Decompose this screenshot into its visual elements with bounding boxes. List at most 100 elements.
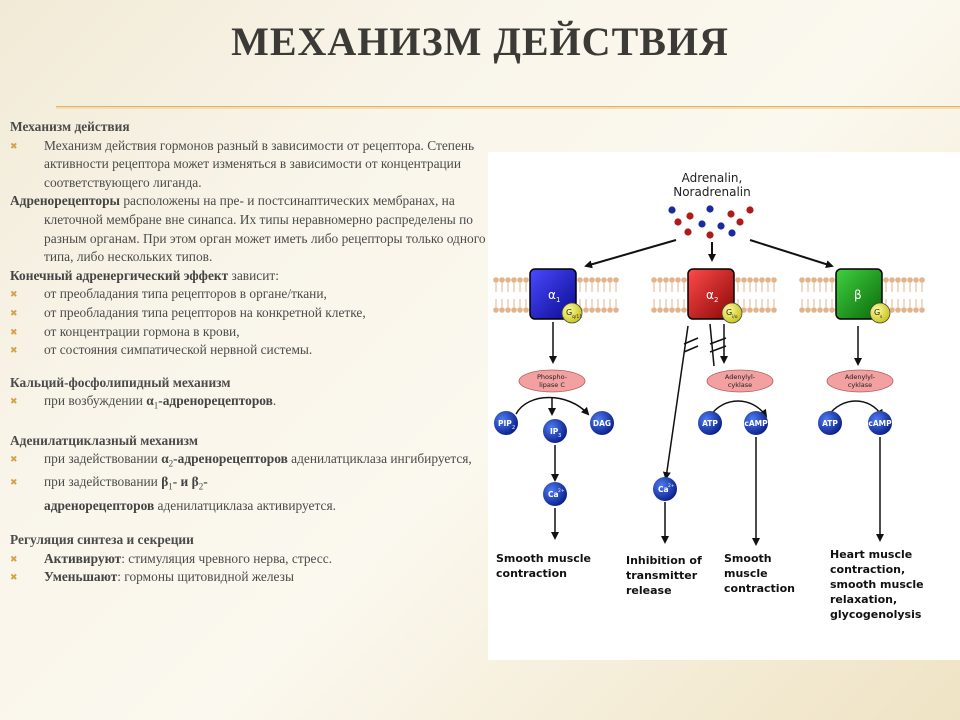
lipid-head bbox=[765, 307, 771, 313]
lipid-head bbox=[663, 277, 669, 283]
lipid-head bbox=[907, 277, 913, 283]
receptor-diagram: Adrenalin, Noradrenalin α 1 G q/11 α 2 G… bbox=[488, 152, 960, 660]
ip3-label: IP bbox=[550, 427, 559, 436]
lipid-head bbox=[675, 277, 681, 283]
effect-bullet-text: от преобладания типа рецепторов в органе… bbox=[44, 286, 327, 302]
alpha2-sub: 2 bbox=[168, 458, 174, 469]
lipid-head bbox=[799, 307, 805, 313]
lipid-head bbox=[499, 307, 505, 313]
effect-bullet-text: от состояния симпатической нервной систе… bbox=[44, 342, 313, 358]
enzyme-ac2-line2: cyklase bbox=[848, 381, 872, 389]
lipid-head bbox=[669, 277, 675, 283]
title-divider-shadow bbox=[56, 107, 960, 109]
ca1-label: Ca bbox=[548, 490, 559, 499]
lipid-head bbox=[601, 277, 607, 283]
camp1-label: cAMP bbox=[744, 419, 768, 428]
atp2-label: ATP bbox=[822, 419, 838, 428]
regulation-bullet-2: Уменьшают: гормоны щитовидной железы bbox=[10, 568, 488, 587]
enzyme-plc-line1: Phospho- bbox=[537, 373, 568, 381]
lipid-head bbox=[771, 307, 777, 313]
lipid-head bbox=[759, 307, 765, 313]
receptor-alpha1-label: α bbox=[548, 288, 556, 302]
calcium-mechanism-heading: Кальций-фосфолипидный механизм bbox=[10, 374, 231, 390]
alpha2-symbol: α bbox=[161, 451, 169, 467]
adrenoreceptors-paragraph: Адренорецепторы расположены на пре- и по… bbox=[10, 192, 488, 266]
lipid-head bbox=[741, 307, 747, 313]
lipid-head bbox=[889, 277, 895, 283]
adrenoreceptors-text: расположены на пре- и постсинаптических … bbox=[44, 193, 486, 265]
lipid-head bbox=[811, 277, 817, 283]
lipid-head bbox=[595, 307, 601, 313]
inhibitors-text: : гормоны щитовидной железы bbox=[117, 569, 294, 585]
lipid-head bbox=[523, 307, 529, 313]
effect-4-line3: smooth muscle bbox=[830, 578, 924, 591]
lipid-head bbox=[577, 277, 583, 283]
section-mechanism-heading: Механизм действия bbox=[10, 119, 130, 134]
lipid-head bbox=[747, 277, 753, 283]
atp1-label: ATP bbox=[702, 419, 718, 428]
adenylate-bullet-2: при задействовании β1- и β2-адренорецепт… bbox=[10, 473, 488, 515]
effect-smooth-muscle-contraction-2: Smooth muscle contraction bbox=[724, 552, 795, 595]
receptor-alpha1-sub: 1 bbox=[556, 296, 560, 304]
spacer bbox=[10, 416, 488, 432]
lipid-head bbox=[741, 277, 747, 283]
effect-inhibition-of-transmitter-release: Inhibition of transmitter release bbox=[626, 554, 702, 597]
beta-dash: - bbox=[203, 474, 208, 490]
effect-smooth-muscle-contraction-1: Smooth muscle contraction bbox=[496, 552, 591, 580]
molecule-calcium-1: Ca 2+ bbox=[543, 482, 567, 506]
inhibitors-term: Уменьшают bbox=[44, 569, 118, 585]
lipid-head bbox=[913, 277, 919, 283]
dag-label: DAG bbox=[593, 419, 611, 428]
lipid-head bbox=[747, 307, 753, 313]
receptor-enzyme-arrows bbox=[549, 322, 862, 480]
lipid-head bbox=[651, 307, 657, 313]
pip2-sub: 2 bbox=[512, 425, 515, 431]
effect-3-line2: muscle bbox=[724, 567, 768, 580]
mechanism-bullet-text: Механизм действия гормонов разный в зави… bbox=[44, 137, 475, 190]
adenylate-bullet-end: аденилатциклаза активируется. bbox=[154, 497, 336, 513]
receptor-alpha2-sub: 2 bbox=[714, 296, 718, 304]
lipid-head bbox=[895, 277, 901, 283]
mechanism-bullet: Механизм действия гормонов разный в зави… bbox=[10, 137, 488, 193]
molecule-atp-2: ATP bbox=[818, 411, 842, 435]
lipid-head bbox=[735, 277, 741, 283]
left-text-column: Механизм действия Механизм действия горм… bbox=[10, 118, 488, 587]
receptor-alpha2: α 2 G i/o bbox=[687, 268, 743, 324]
ligand-arrows bbox=[584, 239, 834, 269]
lipid-head bbox=[583, 277, 589, 283]
lipid-head bbox=[583, 307, 589, 313]
effect-bullet-1: от преобладания типа рецепторов в органе… bbox=[10, 285, 488, 304]
adenylate-mechanism-heading: Аденилатциклазный механизм bbox=[10, 432, 198, 448]
lipid-head bbox=[901, 307, 907, 313]
enzyme-adenylyl-cyclase-1: Adenylyl- cyklase bbox=[706, 369, 774, 393]
downstream-arrows bbox=[551, 437, 884, 546]
regulation-heading: Регуляция синтеза и секреции bbox=[10, 532, 194, 548]
beta1-sub: 1 bbox=[168, 482, 173, 493]
lipid-head bbox=[913, 307, 919, 313]
camp2-label: cAMP bbox=[868, 419, 892, 428]
lipid-head bbox=[493, 277, 499, 283]
lipid-head bbox=[907, 307, 913, 313]
receptor-alpha2-label: α bbox=[706, 288, 714, 302]
lipid-head bbox=[601, 307, 607, 313]
lipid-head bbox=[493, 307, 499, 313]
lipid-head bbox=[613, 307, 619, 313]
beta2-sub: 2 bbox=[198, 482, 204, 493]
lipid-head bbox=[517, 307, 523, 313]
molecule-camp-1: cAMP bbox=[744, 411, 768, 435]
lipid-head bbox=[657, 307, 663, 313]
reaction-arrows bbox=[515, 396, 884, 418]
calcium-alpha-symbol: α bbox=[146, 393, 154, 409]
lipid-head bbox=[511, 307, 517, 313]
molecule-pip2: PIP 2 bbox=[494, 411, 518, 435]
lipid-head bbox=[681, 307, 687, 313]
effect-1-line1: Smooth muscle bbox=[496, 552, 591, 565]
lipid-head bbox=[901, 277, 907, 283]
effect-3-line1: Smooth bbox=[724, 552, 772, 565]
molecule-atp-1: ATP bbox=[698, 411, 722, 435]
effect-2-line2: transmitter bbox=[626, 569, 698, 582]
ca2-sup: 2+ bbox=[668, 483, 675, 489]
calcium-bullet-text: при возбуждении bbox=[44, 393, 147, 409]
effect-4-line1: Heart muscle bbox=[830, 548, 912, 561]
lipid-head bbox=[753, 277, 759, 283]
